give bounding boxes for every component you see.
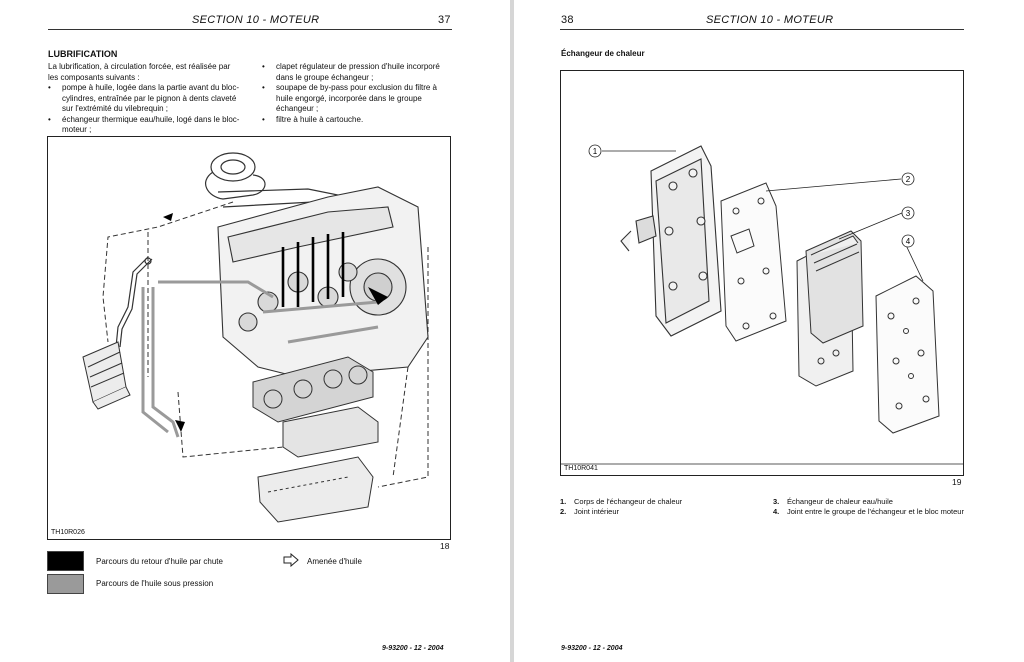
header-title: SECTION 10 - MOTEUR: [706, 14, 834, 26]
figure-number: 19: [952, 477, 962, 487]
exploded-view-drawing: 1 2 3 4: [561, 144, 963, 465]
oil-cooler-drawing: [82, 341, 131, 410]
list-item: soupape de by-pass pour exclusion du fil…: [262, 83, 452, 115]
return-oil-lines: [281, 232, 345, 307]
callout-leaders: [602, 150, 924, 282]
bullet-list-2: clapet régulateur de pression d'huile in…: [262, 62, 452, 125]
oil-pan-drawing: [257, 406, 379, 523]
return-oil-swatch: [47, 551, 84, 571]
flow-path-lines: [102, 201, 429, 488]
callout-label-2: 2: [906, 175, 911, 184]
caption-item-1: 1.Corps de l'échangeur de chaleur: [560, 497, 683, 506]
footer-reference: 9-93200 - 12 - 2004: [561, 645, 623, 652]
pressure-oil-swatch: [47, 574, 84, 594]
outline-arrow-right-icon: [283, 553, 299, 567]
lubrication-diagram: TH10R026: [47, 136, 451, 540]
caption-item-3: 3.Échangeur de chaleur eau/huile: [773, 497, 893, 506]
list-item: échangeur thermique eau/huile, logé dans…: [48, 115, 240, 136]
section-heading: LUBRIFICATION: [48, 49, 118, 59]
caption-item-4: 4.Joint entre le groupe de l'échangeur e…: [773, 507, 964, 516]
flow-arrows: [163, 213, 388, 432]
plate-stack-drawing: [796, 230, 864, 387]
figure-number: 18: [440, 541, 450, 551]
oil-pipe-drawing: [115, 256, 153, 348]
heat-exchanger-diagram: 1 2 3 4 TH10R041: [560, 70, 964, 476]
return-oil-label: Parcours du retour d'huile par chute: [96, 557, 223, 566]
pressure-oil-label: Parcours de l'huile sous pression: [96, 579, 214, 588]
callout-label-3: 3: [906, 209, 911, 218]
crankshaft-drawing: [252, 356, 374, 423]
block-gasket-drawing: [875, 275, 940, 434]
bullet-list-1: pompe à huile, logée dans la partie avan…: [48, 83, 240, 136]
list-item: filtre à huile à cartouche.: [262, 115, 452, 126]
engine-lubrication-drawing: [82, 152, 429, 523]
engine-block-drawing: [217, 186, 429, 378]
header-rule: [48, 29, 452, 30]
figure-code: TH10R041: [564, 465, 598, 472]
section-heading: Échangeur de chaleur: [561, 49, 645, 58]
page-number: 37: [438, 14, 451, 26]
oil-inlet-label: Amenée d'huile: [307, 557, 362, 566]
inner-gasket-drawing: [720, 182, 787, 342]
page-number: 38: [561, 14, 574, 26]
page-gutter: [510, 0, 514, 662]
right-page: 38 SECTION 10 - MOTEUR Échangeur de chal…: [514, 0, 1024, 662]
callout-label-4: 4: [906, 237, 911, 246]
callout-markers: 1 2 3 4: [588, 144, 915, 248]
intro-text: La lubrification, à circulation forcée, …: [48, 62, 231, 82]
callout-label-1: 1: [593, 147, 598, 156]
header-rule: [560, 29, 964, 30]
left-page: SECTION 10 - MOTEUR 37 LUBRIFICATION La …: [0, 0, 510, 662]
text-column-1: La lubrification, à circulation forcée, …: [48, 62, 240, 136]
header-title: SECTION 10 - MOTEUR: [192, 14, 320, 26]
exchanger-body-drawing: [620, 145, 722, 337]
caption-list-right: 3.Échangeur de chaleur eau/huile 4.Joint…: [773, 497, 993, 517]
footer-reference: 9-93200 - 12 - 2004: [382, 645, 444, 652]
figure-code: TH10R026: [51, 529, 85, 536]
list-item: clapet régulateur de pression d'huile in…: [262, 62, 452, 83]
list-item: pompe à huile, logée dans la partie avan…: [48, 83, 240, 115]
pressure-oil-lines: [141, 280, 379, 438]
caption-item-2: 2.Joint intérieur: [560, 507, 620, 516]
caption-list-left: 1.Corps de l'échangeur de chaleur 2.Join…: [560, 497, 760, 517]
text-column-2: clapet régulateur de pression d'huile in…: [262, 62, 452, 125]
